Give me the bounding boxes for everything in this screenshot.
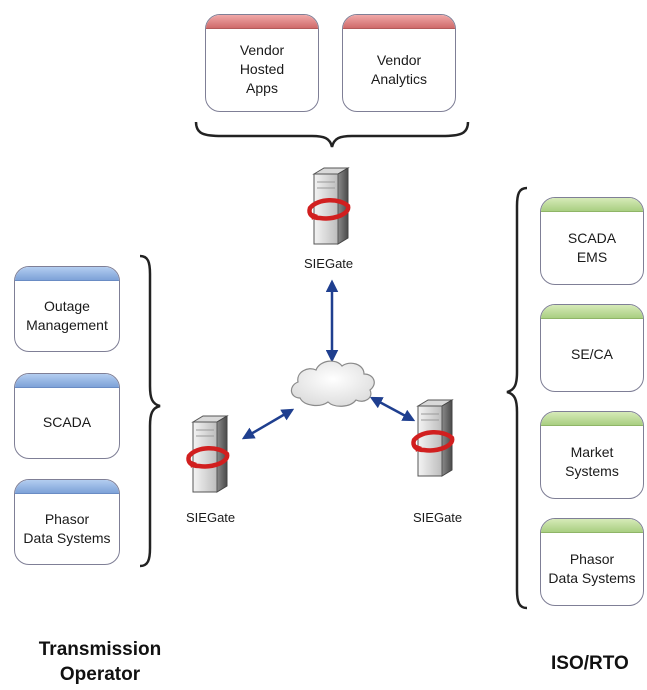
transmission-operator-brace: [139, 254, 161, 568]
card-cap: [541, 412, 643, 426]
vendor-hosted-apps-card: Vendor Hosted Apps: [205, 14, 319, 112]
scada-ems-card: SCADA EMS: [540, 197, 644, 285]
card-cap: [541, 519, 643, 533]
vendor-brace: [194, 121, 470, 148]
card-label: Outage Management: [26, 297, 108, 333]
server-tower-icon: [188, 416, 227, 492]
card-label: SCADA: [42, 414, 92, 430]
vendor-analytics-card: Vendor Analytics: [342, 14, 456, 112]
server-tower-icon: [309, 168, 348, 244]
phasor-data-systems-card: Phasor Data Systems: [14, 479, 120, 565]
market-systems-card: Market Systems: [540, 411, 644, 499]
card-label: Phasor Data Systems: [548, 550, 636, 586]
card-label: Market Systems: [565, 443, 619, 479]
scada-card: SCADA: [14, 373, 120, 459]
se-ca-card: SE/CA: [540, 304, 644, 392]
card-label: Vendor Hosted Apps: [239, 42, 285, 96]
card-label: SCADA EMS: [567, 229, 617, 265]
transmission-operator-title: Transmission Operator: [38, 639, 162, 685]
server-tower-icon: [413, 400, 452, 476]
cloud-icon: [290, 360, 375, 407]
card-cap: [15, 374, 119, 388]
right-gateway-label: SIEGate: [413, 510, 463, 525]
card-label: SE/CA: [570, 346, 613, 362]
outage-management-card: Outage Management: [14, 266, 120, 352]
card-cap: [343, 15, 455, 29]
left-gateway-label: SIEGate: [186, 510, 236, 525]
arrow-left-gateway-to-cloud: [241, 408, 295, 440]
card-cap: [206, 15, 318, 29]
arrow-right-gateway-to-cloud: [369, 396, 416, 422]
card-cap: [15, 480, 119, 494]
card-label: Phasor Data Systems: [23, 510, 111, 546]
card-cap: [541, 305, 643, 319]
card-label: Vendor Analytics: [370, 51, 428, 87]
top-gateway-label: SIEGate: [304, 256, 354, 271]
iso-rto-title: ISO/RTO: [551, 653, 629, 674]
iso-rto-brace: [506, 186, 528, 610]
card-cap: [15, 267, 119, 281]
phasor-data-systems-card: Phasor Data Systems: [540, 518, 644, 606]
card-cap: [541, 198, 643, 212]
